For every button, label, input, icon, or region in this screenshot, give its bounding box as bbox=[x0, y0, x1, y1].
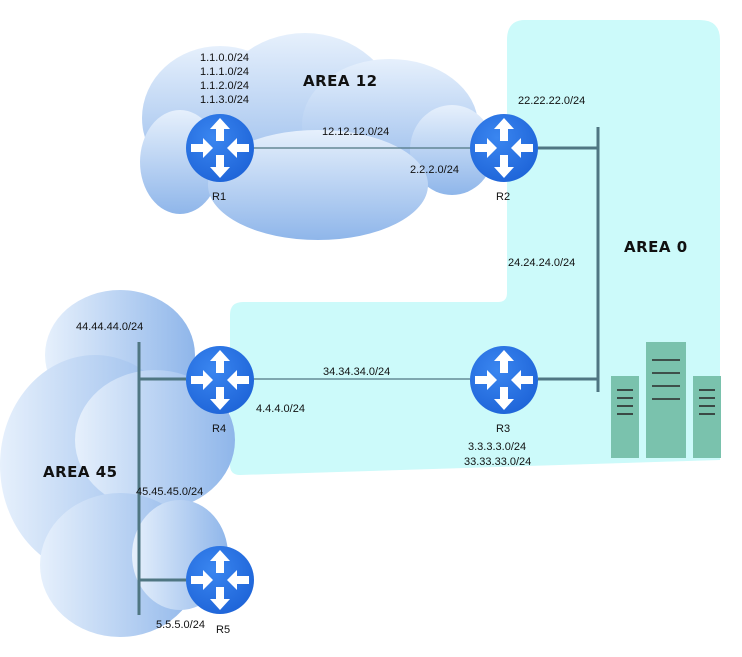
router-r2-label: R2 bbox=[496, 191, 510, 203]
server-slots bbox=[617, 359, 715, 415]
server-rack-icon bbox=[611, 342, 721, 458]
area45-cloud bbox=[0, 290, 235, 637]
r3-loopback-label: 3.3.3.3.0/24 bbox=[468, 441, 526, 453]
area45-label: AREA 45 bbox=[43, 463, 118, 481]
r2-lan-label: 22.22.22.0/24 bbox=[518, 95, 585, 107]
router-r5-label: R5 bbox=[216, 624, 230, 636]
r1-loopback-1: 1.1.1.0/24 bbox=[200, 66, 249, 78]
router-r3-label: R3 bbox=[496, 423, 510, 435]
r4-r5-net-label: 45.45.45.0/24 bbox=[136, 486, 203, 498]
router-r4-label: R4 bbox=[212, 423, 226, 435]
r4-loopback-label: 4.4.4.0/24 bbox=[256, 403, 305, 415]
router-r3-icon bbox=[470, 346, 538, 414]
router-r1-label: R1 bbox=[212, 191, 226, 203]
area12-label: AREA 12 bbox=[303, 72, 378, 90]
r1-loopback-2: 1.1.2.0/24 bbox=[200, 80, 249, 92]
r3-lan-label: 33.33.33.0/24 bbox=[464, 456, 531, 468]
router-r2-icon bbox=[470, 114, 538, 182]
area0-label: AREA 0 bbox=[624, 238, 688, 256]
r5-loopback-label: 5.5.5.0/24 bbox=[156, 619, 205, 631]
r1-loopback-0: 1.1.0.0/24 bbox=[200, 52, 249, 64]
router-r1-icon bbox=[186, 114, 254, 182]
router-r4-icon bbox=[186, 346, 254, 414]
r4-lan-label: 44.44.44.0/24 bbox=[76, 321, 143, 333]
r1-r2-link-label: 12.12.12.0/24 bbox=[322, 126, 389, 138]
r3-r4-link-label: 34.34.34.0/24 bbox=[323, 366, 390, 378]
r2-loopback-label: 2.2.2.0/24 bbox=[410, 164, 459, 176]
r1-loopback-3: 1.1.3.0/24 bbox=[200, 94, 249, 106]
r2-r4-net-label: 24.24.24.0/24 bbox=[508, 257, 575, 269]
router-r5-icon bbox=[186, 546, 254, 614]
